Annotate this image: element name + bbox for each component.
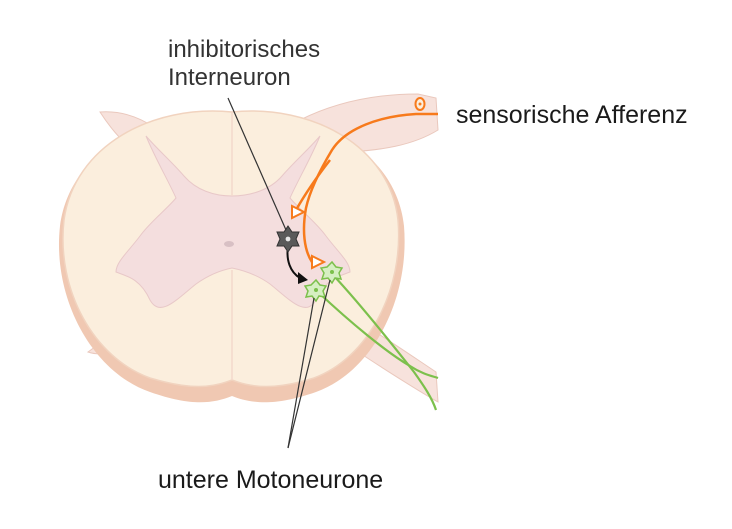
motoneuron-nucleus-1 — [314, 288, 318, 292]
gray-matter — [115, 135, 351, 308]
afferent-branch — [294, 159, 331, 211]
interneuron-label-line2: Interneuron — [168, 64, 291, 91]
afferent-terminal-upper — [291, 204, 307, 220]
afferent-fiber — [302, 112, 438, 263]
interneuron-terminal — [298, 272, 308, 284]
afferent-terminal-lower — [311, 254, 327, 270]
motoneuron-nucleus-2 — [330, 270, 334, 274]
pointer-interneuron — [227, 97, 287, 231]
afferent-ganglion-nucleus — [418, 102, 422, 106]
motoneuron-label: untere Motoneurone — [158, 466, 384, 494]
pointer-motoneuron-2 — [287, 279, 331, 449]
motoneuron-axon-2 — [333, 275, 438, 411]
pointer-motoneuron-1 — [287, 297, 315, 449]
interneuron-nucleus — [285, 236, 291, 242]
interneuron-label-line1: inhibitorisches — [168, 36, 321, 63]
central-canal — [224, 241, 234, 247]
afferent-label: sensorische Afferenz — [456, 101, 688, 129]
